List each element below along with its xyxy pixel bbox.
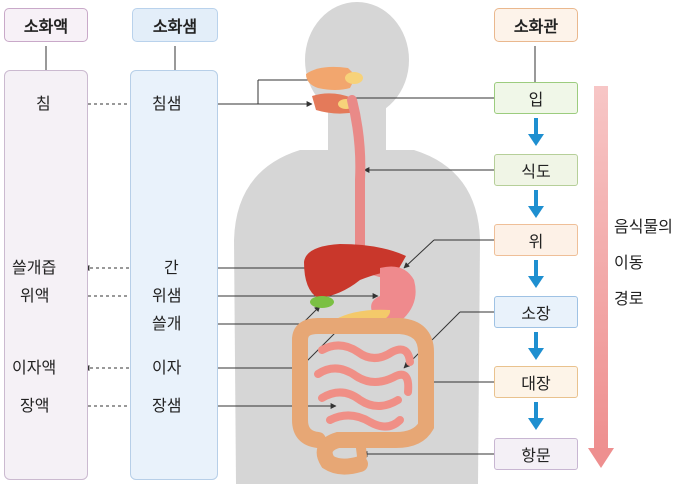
- tract-mouth: 입: [494, 82, 578, 114]
- gland-salivary: 침샘: [152, 94, 182, 113]
- header-digestive-gland: 소화샘: [132, 8, 218, 42]
- tract-step-arrows: [528, 118, 544, 430]
- salivary-gland-upper: [345, 72, 363, 84]
- organs: [292, 66, 434, 475]
- liver: [304, 244, 406, 298]
- rectum: [355, 435, 367, 461]
- gland-gallbladder: 쓸개: [152, 314, 182, 333]
- juice-pancreatic: 이자액: [12, 358, 57, 377]
- connector-lines: [45, 46, 536, 457]
- gland-pancreas: 이자: [152, 358, 182, 377]
- gallbladder: [310, 296, 334, 308]
- large-intestine: [292, 318, 434, 475]
- tract-small-intestine: 소장: [494, 296, 578, 328]
- small-intestine: [314, 341, 414, 431]
- gland-column-panel: [130, 70, 218, 480]
- header-digestive-juice: 소화액: [4, 8, 88, 42]
- tract-esophagus: 식도: [494, 154, 578, 186]
- food-path-label-2: 이동: [614, 253, 644, 272]
- juice-saliva: 침: [36, 94, 51, 113]
- gland-liver: 간: [164, 258, 179, 277]
- juice-intestinal: 장액: [20, 396, 50, 415]
- food-path-label-1: 음식물의: [614, 217, 673, 236]
- stomach: [371, 266, 416, 323]
- gland-intestinal: 장샘: [152, 396, 182, 415]
- food-path-label-3: 경로: [614, 289, 644, 308]
- juice-bile: 쓸개즙: [12, 258, 57, 277]
- tract-stomach: 위: [494, 224, 578, 256]
- header-digestive-tract: 소화관: [494, 8, 578, 42]
- food-path-arrow: [588, 86, 614, 468]
- tract-large-intestine: 대장: [494, 366, 578, 398]
- juice-gastric: 위액: [20, 286, 50, 305]
- juice-column-panel: [4, 70, 88, 480]
- mouth-cavity: [306, 66, 356, 90]
- tract-anus: 항문: [494, 438, 578, 470]
- gland-gastric: 위샘: [152, 286, 182, 305]
